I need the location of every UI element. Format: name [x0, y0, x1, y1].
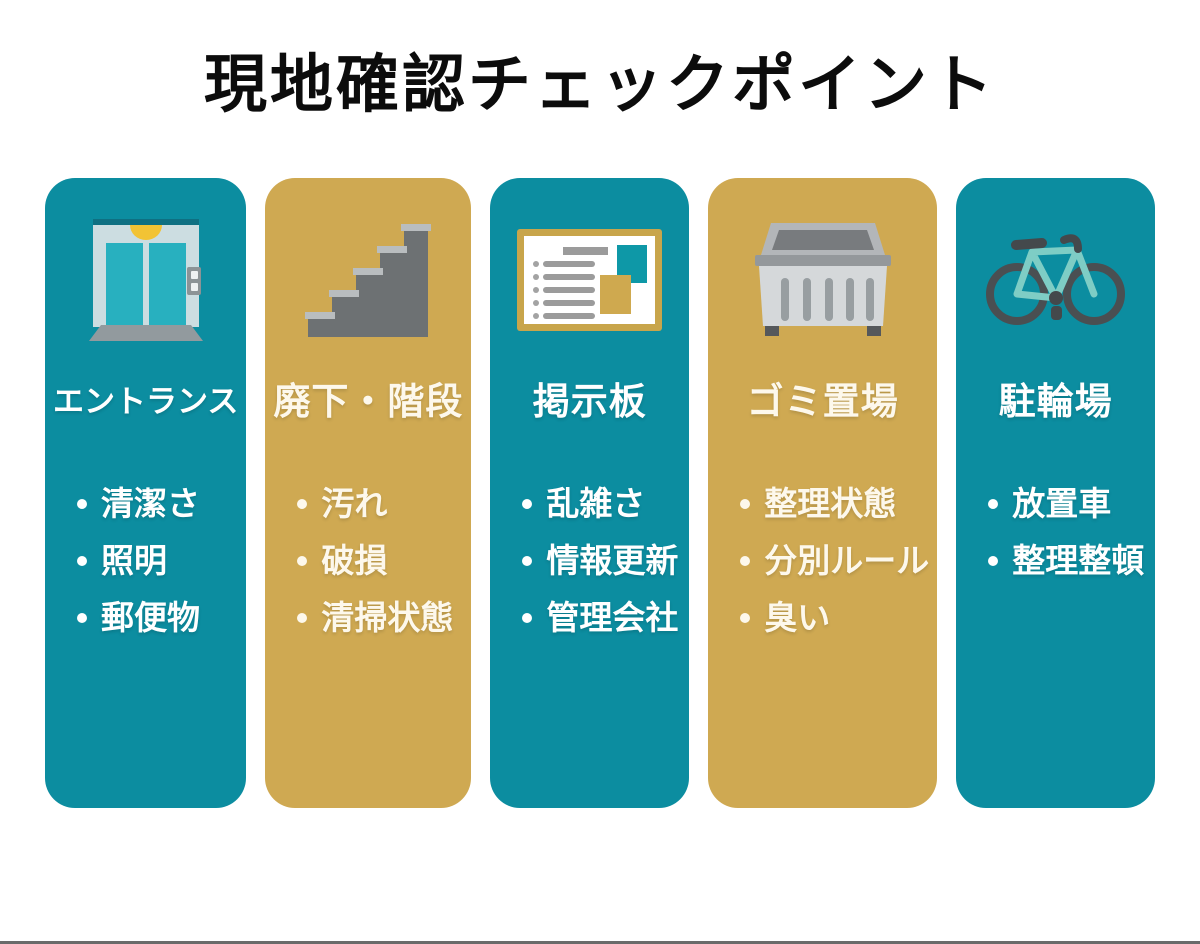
- checklist-item-label: 臭い: [764, 598, 831, 636]
- bulletin-board-icon: [517, 220, 663, 340]
- card-title: エントランス: [53, 383, 239, 419]
- checklist-item-label: 情報更新: [546, 541, 679, 579]
- checklist-item: 管理会社: [522, 596, 681, 640]
- checklist: 汚れ 破損 清掃状態: [273, 482, 463, 653]
- bicycle-icon: [985, 220, 1126, 340]
- card-title: 掲示板: [532, 380, 647, 422]
- bullet-dot: [297, 498, 308, 509]
- bullet-dot: [297, 555, 308, 566]
- checklist-item: 照明: [77, 539, 238, 583]
- card-garbage-area: ゴミ置場 整理状態 分別ルール 臭い: [708, 177, 938, 808]
- checklist-item-label: 清掃状態: [321, 598, 454, 636]
- bullet-dot: [522, 612, 533, 623]
- bullet-dot: [740, 555, 751, 566]
- elevator-icon: [88, 218, 203, 341]
- checklist-item-label: 清潔さ: [101, 484, 200, 522]
- checklist-item: 分別ルール: [740, 539, 929, 583]
- bullet-dot: [77, 612, 87, 623]
- card-bulletin-board: 掲示板 乱雑さ 情報更新 管理会社: [490, 177, 690, 808]
- checklist-item: 乱雑さ: [522, 482, 681, 526]
- checklist-item-label: 整理状態: [764, 484, 897, 522]
- checklist-item-label: 郵便物: [101, 598, 200, 636]
- checklist-item: 清潔さ: [77, 482, 238, 526]
- card-title: 駐輪場: [998, 380, 1113, 422]
- checklist-item-label: 汚れ: [321, 484, 388, 522]
- dumpster-icon: [753, 220, 893, 340]
- checklist-item: 放置車: [988, 482, 1147, 526]
- checklist-item-label: 管理会社: [546, 598, 679, 636]
- checklist-item: 整理状態: [740, 482, 929, 526]
- bullet-dot: [988, 498, 999, 509]
- bullet-dot: [297, 612, 308, 623]
- checklist-item-label: 乱雑さ: [546, 484, 646, 522]
- checklist-item: 情報更新: [522, 539, 681, 583]
- bullet-dot: [740, 498, 751, 509]
- card-bicycle-parking: 駐輪場 放置車 整理整頓: [956, 177, 1156, 808]
- checklist-item: 汚れ: [297, 482, 463, 526]
- checklist-item-label: 放置車: [1012, 484, 1112, 522]
- checklist-item-label: 破損: [321, 541, 388, 579]
- bullet-dot: [740, 612, 751, 623]
- checklist-item-label: 整理整頓: [1012, 541, 1145, 579]
- checklist-item: 整理整頓: [988, 539, 1147, 583]
- bullet-dot: [77, 555, 87, 566]
- checklist-item: 破損: [297, 539, 463, 583]
- checklist: 整理状態 分別ルール 臭い: [716, 482, 929, 653]
- checklist-item: 郵便物: [77, 596, 238, 640]
- checklist: 清潔さ 照明 郵便物: [53, 482, 238, 653]
- checklist-item-label: 分別ルール: [764, 541, 930, 579]
- page-title: 現地確認チェックポイント: [204, 50, 996, 120]
- checklist: 放置車 整理整頓: [964, 482, 1147, 596]
- card-entrance: エントランス 清潔さ 照明 郵便物: [45, 177, 247, 808]
- card-hallway-stairs: 廃下・階段 汚れ 破損 清掃状態: [265, 177, 472, 808]
- checklist-item: 臭い: [740, 596, 929, 640]
- stairs-icon: [305, 220, 432, 340]
- bullet-dot: [522, 555, 533, 566]
- card-title: 廃下・階段: [273, 380, 464, 422]
- checklist: 乱雑さ 情報更新 管理会社: [498, 482, 681, 653]
- checklist-item: 清掃状態: [297, 596, 463, 640]
- bullet-dot: [77, 498, 87, 509]
- checklist-item-label: 照明: [101, 541, 167, 579]
- bullet-dot: [988, 555, 999, 566]
- checkpoint-cards: エントランス 清潔さ 照明 郵便物 廃下・階段 汚れ 破損 清掃状態: [0, 177, 1200, 808]
- bullet-dot: [522, 498, 533, 509]
- card-title: ゴミ置場: [746, 380, 899, 422]
